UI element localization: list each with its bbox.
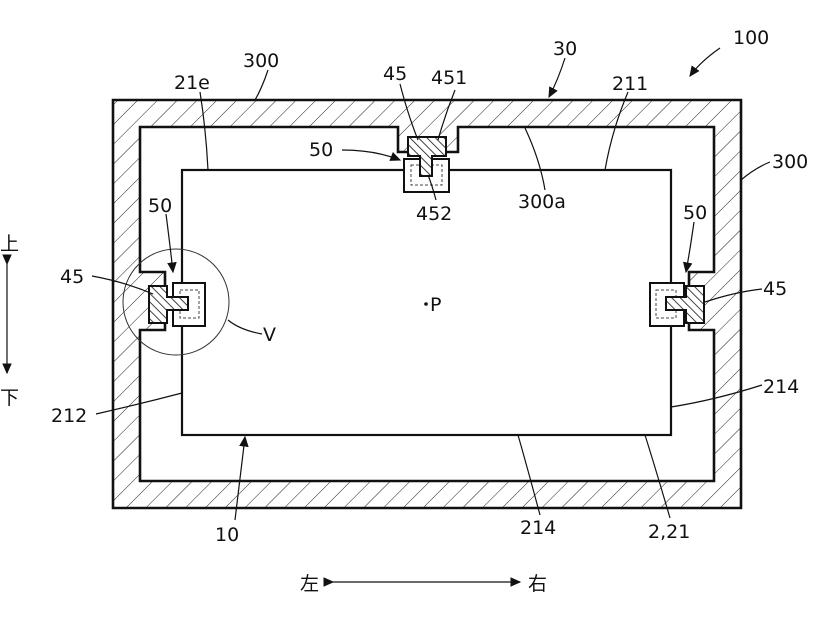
label-100: 100 xyxy=(733,27,769,49)
label-451: 451 xyxy=(431,67,467,89)
label-right: 右 xyxy=(528,573,547,595)
label-2-21: 2,21 xyxy=(648,521,690,543)
label-v: V xyxy=(263,324,276,346)
label-300-right: 300 xyxy=(772,151,808,173)
label-21e: 21e xyxy=(174,72,210,94)
label-30: 30 xyxy=(553,38,577,60)
label-50-left: 50 xyxy=(148,195,172,217)
label-452: 452 xyxy=(416,203,452,225)
label-211: 211 xyxy=(612,73,648,95)
label-214-right: 214 xyxy=(763,376,799,398)
horizontal-direction-indicator: 左 右 xyxy=(300,573,547,595)
label-left: 左 xyxy=(300,573,319,595)
label-p: P xyxy=(430,294,441,316)
label-45-right: 45 xyxy=(763,278,787,300)
label-214-bottom: 214 xyxy=(520,517,556,539)
label-300-top: 300 xyxy=(243,50,279,72)
label-45-top: 45 xyxy=(383,63,407,85)
label-up: 上 xyxy=(0,233,19,255)
top-clip-assembly xyxy=(404,137,449,192)
label-212: 212 xyxy=(51,405,87,427)
label-down: 下 xyxy=(0,387,19,409)
label-10: 10 xyxy=(215,524,239,546)
label-300a: 300a xyxy=(518,191,566,213)
label-50-right: 50 xyxy=(683,202,707,224)
label-45-left: 45 xyxy=(60,266,84,288)
vertical-direction-indicator: 上 下 xyxy=(0,233,19,409)
label-50-top: 50 xyxy=(309,139,333,161)
right-clip-assembly xyxy=(650,283,704,326)
center-point-dot xyxy=(424,302,428,306)
